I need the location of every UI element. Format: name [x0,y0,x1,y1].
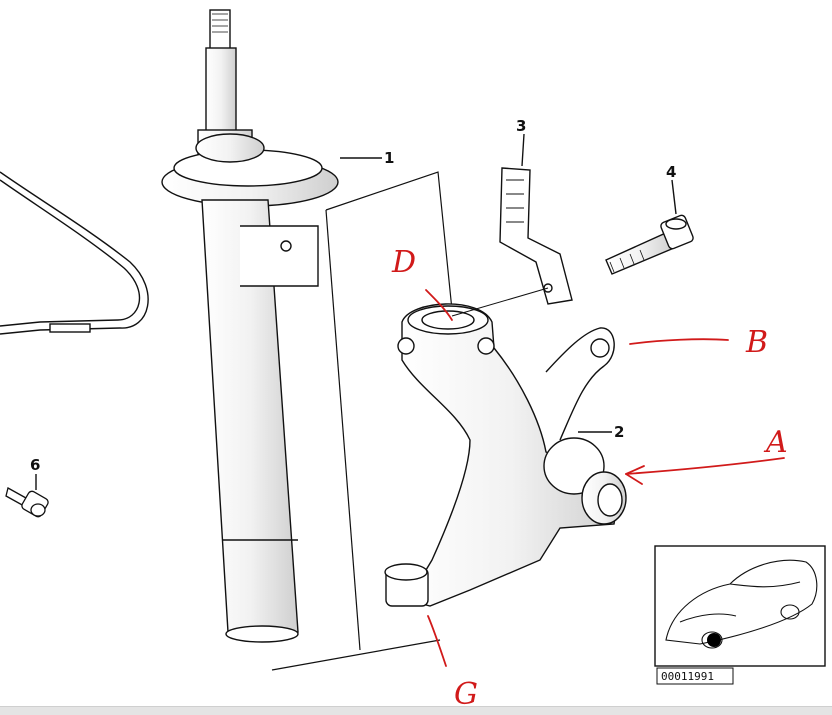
bracket [451,167,573,317]
bottom-bar [0,706,832,715]
part-number-3: 3 [516,117,526,135]
part-number-6: 6 [30,456,40,474]
part-number-2: 2 [614,423,624,441]
leader-lines [35,133,677,490]
inset-reference-number: 00011991 [661,670,714,683]
part-number-1: 1 [384,149,394,167]
annotation-a: A [763,425,788,460]
sensor-cable [0,171,149,335]
annotation-d: D [391,245,416,280]
car-location-inset: 00011991 [654,545,826,685]
annotation-g: G [454,677,478,712]
car-outline [665,559,818,649]
group-outline [271,171,453,671]
small-bolt [5,487,49,518]
steering-knuckle [384,303,627,607]
location-marker [707,633,721,647]
strut-assembly [161,9,339,643]
annotation-marks [425,289,785,667]
part-number-4: 4 [666,163,676,181]
bolt [605,214,694,275]
annotation-b: B [745,325,768,360]
